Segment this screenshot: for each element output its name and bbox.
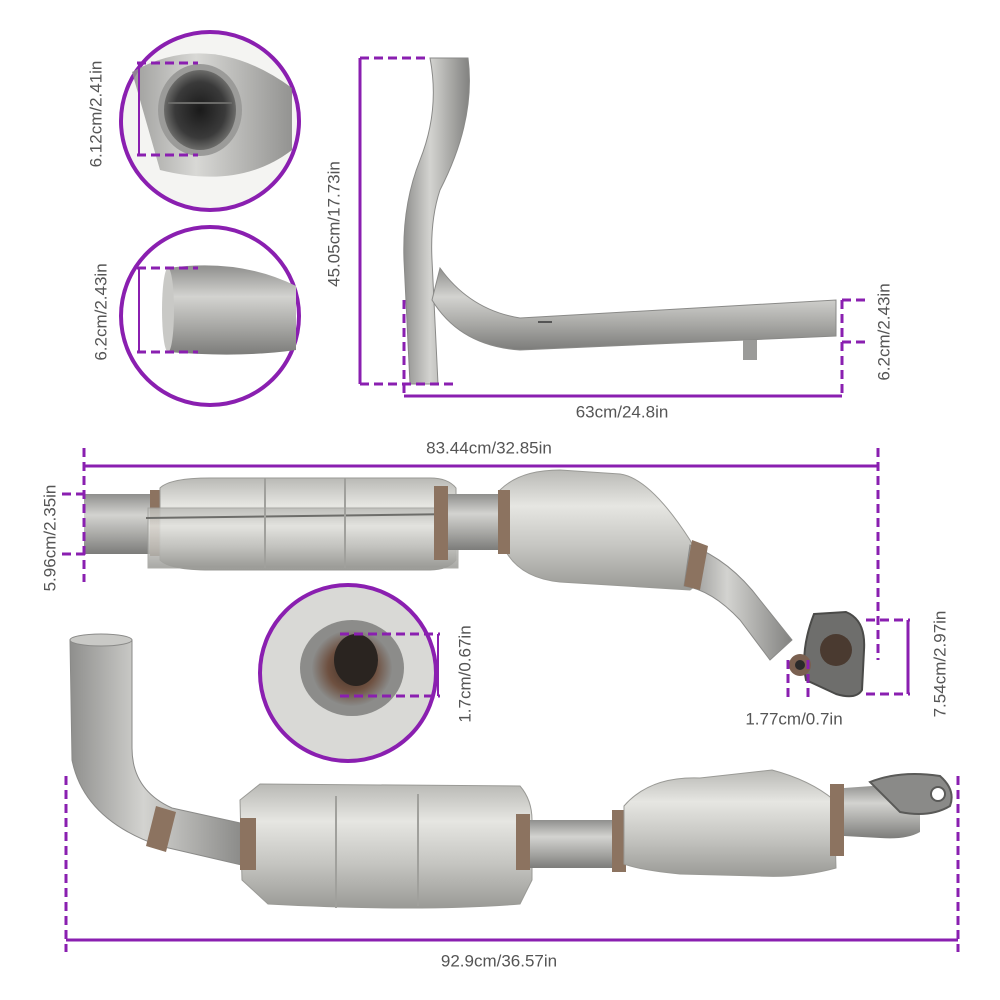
- front-pipe-assembly: [62, 448, 910, 702]
- callout-inlet: [119, 30, 301, 212]
- label-outlet-outer-diameter: 6.2cm/2.43in: [91, 263, 111, 361]
- label-rear-pipe-total-length: 92.9cm/36.57in: [440, 951, 558, 971]
- rear-pipe-assembly: [64, 633, 960, 952]
- label-y-pipe-length: 63cm/24.8in: [575, 402, 669, 422]
- label-o2-port-inner-diameter: 1.7cm/0.67in: [455, 625, 475, 723]
- label-y-pipe-outlet-diameter: 6.2cm/2.43in: [874, 283, 894, 381]
- callout-outlet: [119, 225, 301, 407]
- label-flange-height: 7.54cm/2.97in: [930, 610, 950, 718]
- label-front-pipe-total-length: 83.44cm/32.85in: [426, 438, 552, 458]
- label-front-pipe-diameter: 5.96cm/2.35in: [40, 484, 60, 592]
- y-pipe: [358, 56, 870, 398]
- label-inlet-inner-diameter: 6.12cm/2.41in: [86, 60, 106, 168]
- label-o2-sensor-port-width: 1.77cm/0.7in: [745, 709, 843, 729]
- callout-o2-port: [258, 583, 440, 763]
- label-y-pipe-height: 45.05cm/17.73in: [324, 161, 344, 287]
